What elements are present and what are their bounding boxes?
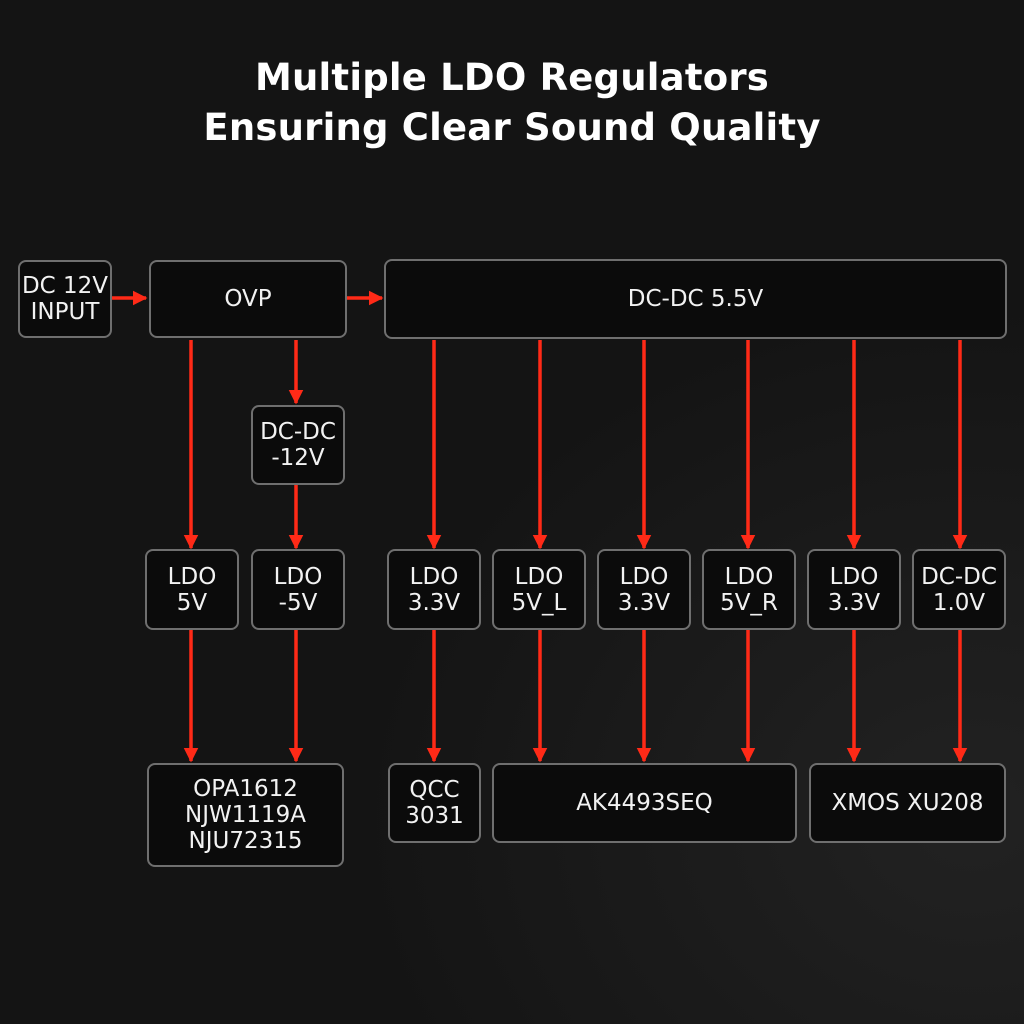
node-dcdc-neg12v: DC-DC -12V	[251, 405, 345, 485]
node-xmos-xu208: XMOS XU208	[809, 763, 1006, 843]
node-label: XMOS XU208	[831, 790, 984, 816]
node-dcdc-1v0: DC-DC 1.0V	[912, 549, 1006, 630]
title-line-1: Multiple LDO Regulators	[254, 56, 770, 99]
node-ldo-3v3-c: LDO 3.3V	[807, 549, 901, 630]
node-label: AK4493SEQ	[576, 790, 713, 816]
node-ldo-5v: LDO 5V	[145, 549, 239, 630]
node-ovp: OVP	[149, 260, 347, 338]
node-label: DC 12V INPUT	[21, 273, 109, 325]
node-ak4493seq: AK4493SEQ	[492, 763, 797, 843]
node-label: LDO 3.3V	[617, 563, 671, 616]
node-label: LDO -5V	[273, 563, 323, 616]
node-label: DC-DC 5.5V	[627, 286, 764, 312]
node-opamps: OPA1612 NJW1119A NJU72315	[147, 763, 344, 867]
node-dcdc-5v5: DC-DC 5.5V	[384, 259, 1007, 339]
title-line-2: Ensuring Clear Sound Quality	[203, 106, 821, 149]
node-label: LDO 5V	[167, 563, 217, 616]
node-label: LDO 3.3V	[407, 563, 461, 616]
node-ldo-neg5v: LDO -5V	[251, 549, 345, 630]
node-label: DC-DC -12V	[260, 419, 336, 471]
node-ldo-3v3-b: LDO 3.3V	[597, 549, 691, 630]
node-qcc3031: QCC 3031	[388, 763, 481, 843]
node-ldo-5v-l: LDO 5V_L	[492, 549, 586, 630]
node-ldo-5v-r: LDO 5V_R	[702, 549, 796, 630]
node-label: OVP	[224, 286, 272, 312]
node-label: OPA1612 NJW1119A NJU72315	[185, 776, 306, 854]
node-label: DC-DC 1.0V	[921, 563, 997, 616]
node-label: LDO 5V_R	[720, 563, 778, 616]
node-label: QCC 3031	[405, 777, 464, 829]
node-dc-12v-input: DC 12V INPUT	[18, 260, 112, 338]
node-label: LDO 5V_L	[511, 563, 567, 616]
node-label: LDO 3.3V	[827, 563, 881, 616]
node-ldo-3v3-a: LDO 3.3V	[387, 549, 481, 630]
